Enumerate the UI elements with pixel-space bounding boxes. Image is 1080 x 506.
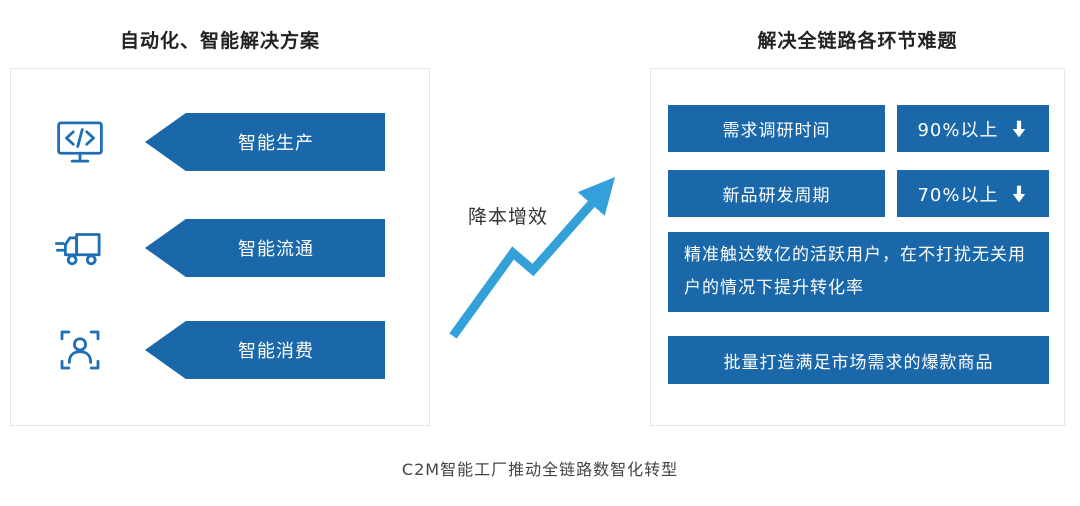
right-panel: 需求调研时间 90%以上 新品研发周期 70%以上 精准触达数亿的活跃用户，在不… xyxy=(650,68,1065,426)
left-panel-title: 自动化、智能解决方案 xyxy=(119,30,320,52)
metric-value-text: 90%以上 xyxy=(917,119,999,141)
middle-label: 降本增效 xyxy=(468,206,549,228)
arrow-down-icon xyxy=(1012,120,1025,137)
caption: C2M智能工厂推动全链路数智化转型 xyxy=(401,460,679,479)
solution-row-consumption: 智能消费 xyxy=(11,321,429,379)
arrow-down-icon xyxy=(1012,185,1025,202)
banner-smart-production: 智能生产 xyxy=(145,113,385,171)
solution-row-circulation: 智能流通 xyxy=(11,219,429,277)
code-monitor-icon xyxy=(53,115,107,169)
highlight-text: 精准触达数亿的活跃用户，在不打扰无关用户的情况下提升转化率 xyxy=(684,245,1026,298)
metric-value: 90%以上 xyxy=(897,105,1049,152)
highlight-precise-reach: 精准触达数亿的活跃用户，在不打扰无关用户的情况下提升转化率 xyxy=(668,232,1049,312)
banner-smart-circulation: 智能流通 xyxy=(145,219,385,277)
solution-row-production: 智能生产 xyxy=(11,113,429,171)
right-panel-title: 解决全链路各环节难题 xyxy=(757,30,958,52)
highlight-text: 批量打造满足市场需求的爆款商品 xyxy=(723,352,994,373)
delivery-truck-icon xyxy=(53,221,107,275)
metric-value: 70%以上 xyxy=(897,170,1049,217)
metric-row-research-time: 需求调研时间 90%以上 xyxy=(651,105,1064,152)
highlight-hit-products: 批量打造满足市场需求的爆款商品 xyxy=(668,336,1049,384)
left-panel: 智能生产 智能流通 xyxy=(10,68,430,426)
growth-arrow-icon xyxy=(449,177,616,339)
face-scan-icon xyxy=(53,323,107,377)
metric-label: 新品研发周期 xyxy=(668,170,885,217)
metric-value-text: 70%以上 xyxy=(917,184,999,206)
banner-smart-consumption: 智能消费 xyxy=(145,321,385,379)
metric-label: 需求调研时间 xyxy=(668,105,885,152)
metric-row-rnd-cycle: 新品研发周期 70%以上 xyxy=(651,170,1064,217)
